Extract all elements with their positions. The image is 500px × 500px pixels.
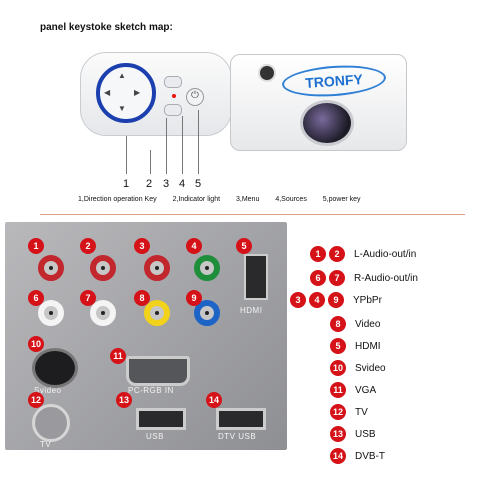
legend-item: 2,Indicator light [172,196,221,203]
port-badge: 3 [290,292,306,308]
port-badge: 5 [330,338,346,354]
svideo-port [32,348,78,388]
port-badge: 3 [134,238,150,254]
power-key: ⏻ [186,88,204,106]
arrow-right-icon: ▶ [134,88,141,97]
list-item: 12 TV [330,404,368,420]
list-item: 6 7 R-Audio-out/in [310,270,418,286]
power-icon: ⏻ [191,90,199,101]
list-item-label: L-Audio-out/in [354,248,417,260]
rca-jack-white [38,300,64,326]
hdmi-port [244,254,268,300]
port-badge: 1 [310,246,326,262]
port-badge: 6 [310,270,326,286]
list-item: 11 VGA [330,382,376,398]
port-badge: 8 [330,316,346,332]
port-badge: 2 [329,246,345,262]
projector-lens [300,100,354,146]
port-badge: 11 [110,348,126,364]
port-badge: 10 [330,360,346,376]
arrow-down-icon: ▼ [118,104,126,113]
rca-jack-red [38,255,64,281]
panel-number: 5 [195,178,202,190]
list-item-label: USB [355,428,376,440]
list-item-label: YPbPr [353,294,382,306]
list-item: 13 USB [330,426,376,442]
key-legend: 1,Direction operation Key 2,Indicator li… [78,196,375,203]
legend-item: 4,Sources [275,196,307,203]
panel-number: 4 [179,178,186,190]
list-item: 3 4 9 YPbPr [290,292,382,308]
rca-jack-red [90,255,116,281]
port-badge: 2 [80,238,96,254]
guide-line [126,136,127,174]
dtv-usb-label: DTV USB [218,432,257,441]
list-item: 8 Video [330,316,380,332]
vga-port [126,356,190,386]
port-badge: 8 [134,290,150,306]
rca-jack-red [144,255,170,281]
list-item-label: Svideo [355,362,386,374]
list-item: 5 HDMI [330,338,381,354]
port-badge: 5 [236,238,252,254]
pc-rgb-label: PC-RGB IN [128,386,174,395]
rca-jack-white [90,300,116,326]
dtv-usb-port [216,408,266,430]
focus-knob [258,64,276,82]
direction-key-pad [96,63,156,123]
guide-line [198,110,199,174]
svideo-label: Svideo [34,386,62,395]
sources-button [164,104,182,116]
panel-number: 1 [123,178,130,190]
guide-line [166,118,167,174]
menu-button [164,76,182,88]
list-item: 1 2 L-Audio-out/in [310,246,416,262]
tv-label: TV [40,440,52,449]
port-badge: 7 [80,290,96,306]
list-item-label: VGA [355,384,377,396]
port-badge: 6 [28,290,44,306]
port-badge: 1 [28,238,44,254]
port-badge: 7 [329,270,345,286]
list-item-label: DVB-T [355,450,385,462]
guide-line [150,150,151,174]
port-badge: 14 [206,392,222,408]
port-badge: 4 [186,238,202,254]
guide-line [182,116,183,174]
list-item-label: HDMI [355,340,381,352]
port-badge: 9 [186,290,202,306]
port-badge: 13 [330,426,346,442]
port-badge: 13 [116,392,132,408]
arrow-up-icon: ▲ [118,71,126,80]
divider [40,214,465,215]
legend-item: 5,power key [322,196,361,203]
panel-number: 2 [146,178,153,190]
hdmi-label: HDMI [240,306,263,315]
panel-number: 3 [163,178,170,190]
list-item-label: Video [355,318,381,330]
legend-item: 1,Direction operation Key [78,196,157,203]
rca-jack-yellow [144,300,170,326]
port-badge: 9 [328,292,344,308]
page-title: panel keystoke sketch map: [40,22,173,33]
list-item: 14 DVB-T [330,448,385,464]
legend-item: 3,Menu [236,196,260,203]
port-badge: 14 [330,448,346,464]
indicator-light [172,94,176,98]
list-item-label: R-Audio-out/in [354,272,418,284]
port-badge: 4 [309,292,325,308]
tv-antenna-port [32,404,70,442]
list-item: 10 Svideo [330,360,386,376]
arrow-left-icon: ◀ [104,88,111,97]
port-badge: 11 [330,382,346,398]
list-item-label: TV [355,406,368,418]
usb-label: USB [146,432,164,441]
usb-port [136,408,186,430]
port-badge: 10 [28,336,44,352]
rca-jack-green [194,255,220,281]
port-badge: 12 [330,404,346,420]
port-badge: 12 [28,392,44,408]
